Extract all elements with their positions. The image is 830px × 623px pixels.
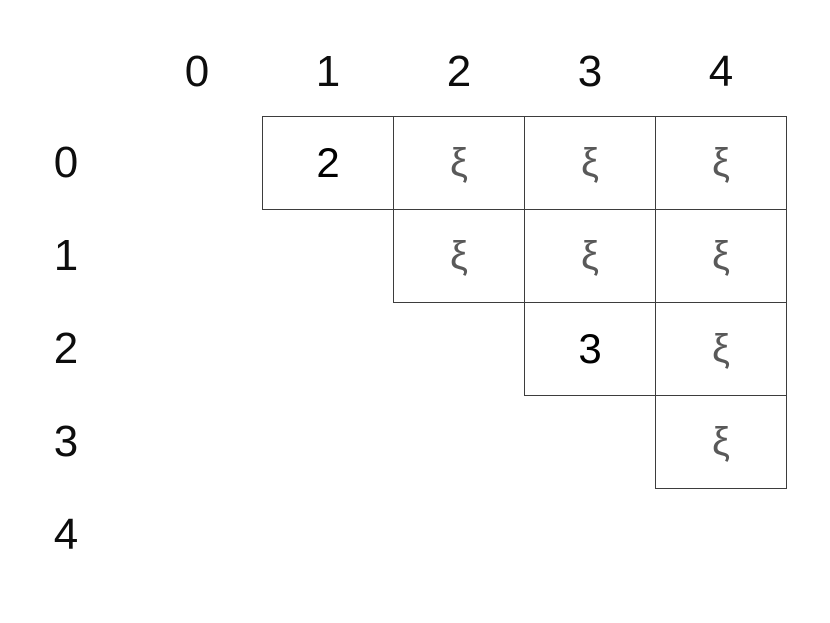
column-header-2: 2 xyxy=(446,47,472,96)
grid-cell-r1-c4: ξ xyxy=(655,209,787,303)
grid-cell-r0-c2: ξ xyxy=(393,116,525,210)
column-header-4: 4 xyxy=(708,47,734,96)
column-header-0: 0 xyxy=(184,47,210,96)
row-header-1: 1 xyxy=(53,231,79,280)
grid-cell-r1-c2: ξ xyxy=(393,209,525,303)
grid-cell-r0-c4: ξ xyxy=(655,116,787,210)
row-header-4: 4 xyxy=(53,510,79,559)
row-header-2: 2 xyxy=(53,324,79,373)
row-header-3: 3 xyxy=(53,417,79,466)
row-header-0: 0 xyxy=(53,138,79,187)
grid-cell-r1-c3: ξ xyxy=(524,209,656,303)
grid-cell-r2-c4: ξ xyxy=(655,302,787,396)
column-header-3: 3 xyxy=(577,47,603,96)
grid-cell-r2-c3: 3 xyxy=(524,302,656,396)
column-header-1: 1 xyxy=(315,47,341,96)
grid-cell-r0-c1: 2 xyxy=(262,116,394,210)
grid-cell-r3-c4: ξ xyxy=(655,395,787,489)
grid-cell-r0-c3: ξ xyxy=(524,116,656,210)
